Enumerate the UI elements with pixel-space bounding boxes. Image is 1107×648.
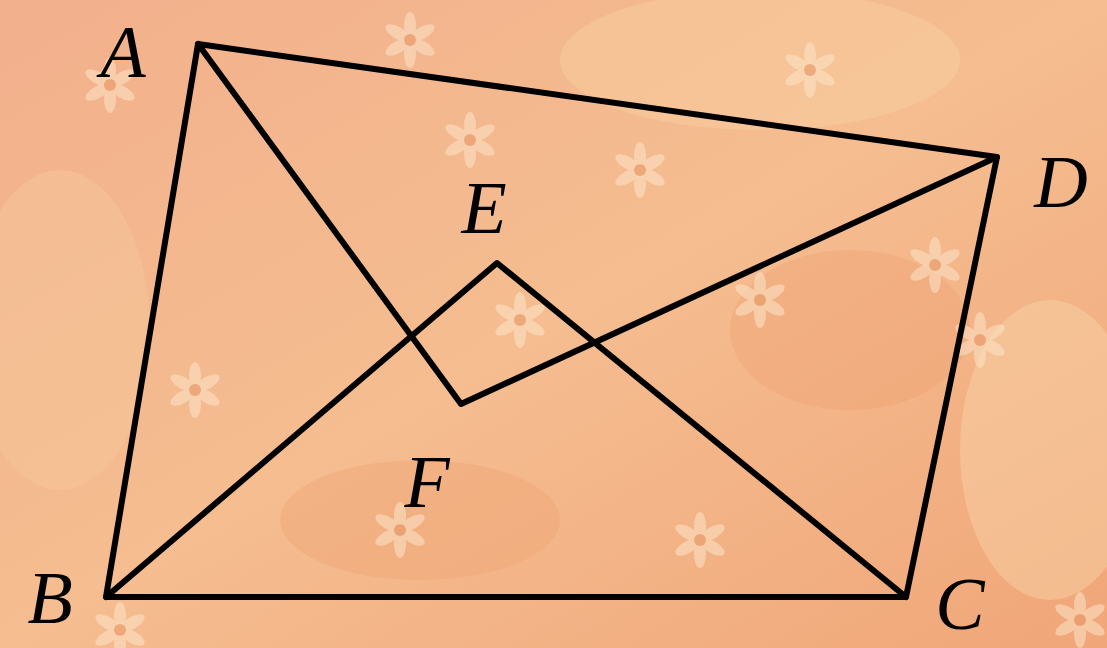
segment-afd bbox=[198, 44, 997, 404]
point-label: B bbox=[27, 561, 72, 635]
point-label: D bbox=[1034, 145, 1087, 219]
segment-bec bbox=[106, 263, 906, 597]
point-label: E bbox=[461, 171, 506, 245]
outer-quadrilateral bbox=[106, 44, 997, 597]
point-label: A bbox=[100, 15, 145, 89]
point-label: F bbox=[404, 445, 449, 519]
point-label: C bbox=[935, 567, 984, 641]
